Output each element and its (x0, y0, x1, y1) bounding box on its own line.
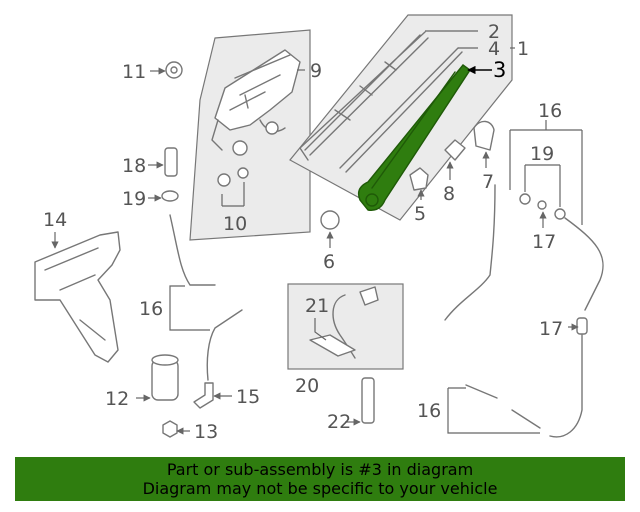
sensor-22 (361, 377, 375, 424)
callout-12: 12 (105, 388, 129, 410)
callout-5: 5 (414, 203, 426, 225)
callout-16-bottom: 16 (417, 400, 441, 422)
callout-9: 9 (310, 60, 322, 82)
washer-pump (151, 354, 179, 401)
grommet-11 (165, 61, 183, 79)
wiper-arm-highlighted (357, 64, 471, 211)
banner-line-2: Diagram may not be specific to your vehi… (142, 479, 498, 498)
callout-21: 21 (305, 295, 329, 317)
clip-19 (161, 190, 179, 202)
parts-diagram: 1 2 3 4 5 6 7 8 9 10 11 12 13 14 15 16 1… (34, 14, 604, 443)
callout-18: 18 (122, 155, 146, 177)
callout-16-top-right: 16 (538, 100, 562, 122)
washer-reservoir (34, 231, 121, 363)
wiper-motor-nuts (217, 167, 249, 187)
callout-20: 20 (295, 375, 319, 397)
wiper-arm-panel (289, 14, 513, 221)
connector-18 (164, 147, 178, 177)
cap-5 (409, 167, 429, 191)
info-banner: Part or sub-assembly is #3 in diagram Di… (15, 457, 625, 501)
callout-15: 15 (236, 386, 260, 408)
callout-11: 11 (122, 61, 146, 83)
callout-14: 14 (43, 209, 67, 231)
nozzle-8 (444, 139, 466, 161)
callout-3: 3 (493, 58, 506, 82)
callout-17-lower: 17 (539, 318, 563, 340)
callout-13: 13 (194, 421, 218, 443)
cover-7 (473, 120, 495, 151)
callout-6: 6 (323, 251, 335, 273)
callout-17-upper: 17 (532, 231, 556, 253)
callout-8: 8 (443, 183, 455, 205)
callout-10: 10 (223, 213, 247, 235)
hose-panel (287, 283, 404, 370)
nut-13 (162, 420, 178, 438)
callout-1: 1 (517, 38, 529, 60)
grommet-6 (320, 210, 340, 230)
wiper-blade-drawing (299, 31, 463, 173)
connector-15 (193, 382, 214, 409)
callout-19-right: 19 (530, 143, 554, 165)
leader-lines (51, 30, 583, 435)
wiper-motor-drawing (211, 49, 301, 156)
callout-16-left: 16 (139, 298, 163, 320)
callout-7: 7 (482, 171, 494, 193)
callout-22: 22 (327, 411, 351, 433)
banner-line-1: Part or sub-assembly is #3 in diagram (166, 460, 474, 479)
callout-4: 4 (488, 38, 500, 60)
fittings-17-19 (519, 193, 588, 335)
wiper-motor-panel (189, 29, 311, 241)
callout-19-left: 19 (122, 188, 146, 210)
callout-2: 2 (488, 21, 500, 43)
hoses (169, 184, 604, 438)
callout-labels: 1 2 3 4 5 6 7 8 9 10 11 12 13 14 15 16 1… (43, 21, 563, 443)
